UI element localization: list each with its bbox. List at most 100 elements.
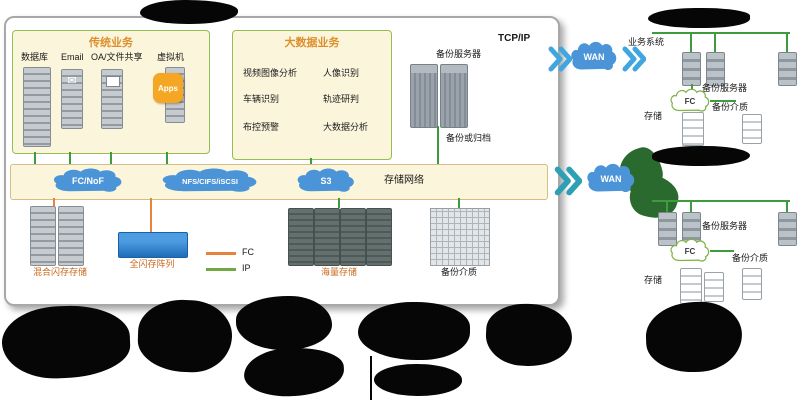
site-network-line bbox=[652, 200, 790, 202]
bigdata-item-face: 人像识别 bbox=[323, 68, 360, 78]
backup-server-label: 备份服务器 bbox=[436, 49, 482, 59]
fc-line bbox=[150, 198, 152, 232]
mass-storage-icon bbox=[366, 208, 392, 266]
fc-nof-cloud: FC/NoF bbox=[52, 167, 124, 195]
redacted-blob bbox=[242, 345, 346, 399]
ip-line bbox=[714, 32, 716, 52]
storage-network-label: 存储网络 bbox=[384, 175, 424, 186]
oa-server-icon bbox=[101, 69, 123, 129]
backup-media-icon bbox=[430, 208, 490, 266]
redacted-line bbox=[370, 356, 372, 400]
wan-label: WAN bbox=[600, 174, 622, 184]
redacted-blob bbox=[236, 296, 332, 350]
mini-server-icon bbox=[778, 212, 797, 246]
wan-label: WAN bbox=[583, 52, 605, 62]
ip-line bbox=[690, 32, 692, 52]
mini-server-icon bbox=[658, 212, 677, 246]
bigdata-panel-title: 大数据业务 bbox=[284, 37, 340, 49]
backup-media-mini-icon bbox=[742, 268, 762, 300]
ip-line bbox=[338, 198, 340, 208]
backup-server-label: 备份服务器 bbox=[702, 221, 748, 231]
fc-line bbox=[53, 198, 55, 206]
redacted-blob bbox=[484, 301, 574, 369]
nfs-cifs-iscsi-cloud: NFS/CIFS/iSCSI bbox=[160, 167, 260, 195]
ip-line bbox=[310, 158, 312, 164]
fc-label: FC bbox=[684, 96, 696, 106]
database-server-icon bbox=[23, 67, 51, 147]
mini-server-icon bbox=[682, 52, 701, 86]
all-flash-array-icon bbox=[118, 232, 188, 258]
traditional-panel-title: 传统业务 bbox=[89, 37, 133, 49]
wan-arrow-icon bbox=[622, 46, 646, 72]
item-label-oa-share: OA/文件共享 bbox=[91, 52, 143, 62]
storage-icon bbox=[680, 268, 702, 304]
item-label-email: Email bbox=[61, 52, 84, 62]
storage-network-band bbox=[10, 164, 548, 200]
mini-server-icon bbox=[706, 52, 725, 86]
folder-icon bbox=[106, 76, 120, 87]
envelope-icon: ✉ bbox=[67, 75, 77, 87]
mass-storage-icon bbox=[340, 208, 366, 266]
backup-archive-label: 备份或归档 bbox=[446, 133, 492, 143]
ip-line bbox=[710, 100, 736, 102]
backup-server-icon bbox=[410, 64, 438, 128]
business-system-label: 业务系统 bbox=[628, 37, 665, 47]
apps-badge: Apps bbox=[153, 73, 183, 103]
backup-server-icon bbox=[440, 64, 468, 128]
ip-line bbox=[166, 152, 168, 164]
bigdata-item-vehicle: 车辆识别 bbox=[243, 94, 280, 104]
s3-label: S3 bbox=[320, 176, 332, 186]
legend-fc-swatch bbox=[206, 252, 236, 255]
storage-label: 存储 bbox=[644, 111, 663, 121]
storage-label: 存储 bbox=[644, 275, 663, 285]
ip-line bbox=[110, 152, 112, 164]
ip-line bbox=[458, 198, 460, 208]
backup-server-label: 备份服务器 bbox=[702, 83, 748, 93]
redacted-blob bbox=[358, 302, 470, 360]
bigdata-item-video: 视频图像分析 bbox=[243, 68, 298, 78]
legend-ip-label: IP bbox=[242, 263, 251, 273]
redacted-blob bbox=[136, 298, 234, 374]
ip-line bbox=[786, 32, 788, 52]
s3-cloud: S3 bbox=[296, 167, 356, 195]
wan-cloud: WAN bbox=[586, 162, 636, 196]
ip-line bbox=[786, 200, 788, 212]
hybrid-flash-icon bbox=[30, 206, 56, 266]
storage-icon bbox=[704, 272, 724, 302]
item-label-database: 数据库 bbox=[21, 52, 49, 62]
traditional-business-panel: 传统业务 数据库 Email OA/文件共享 虚拟机 ✉ Apps bbox=[12, 30, 210, 154]
backup-media-label: 备份介质 bbox=[440, 267, 477, 277]
email-server-icon: ✉ bbox=[61, 69, 83, 129]
ip-line bbox=[691, 84, 693, 90]
item-label-vm: 虚拟机 bbox=[157, 52, 185, 62]
mini-server-icon bbox=[778, 52, 797, 86]
backup-media-label: 备份介质 bbox=[732, 253, 769, 263]
bigdata-item-alert: 布控预警 bbox=[243, 122, 280, 132]
fc-cloud: FC bbox=[670, 88, 710, 114]
nfs-cifs-iscsi-label: NFS/CIFS/iSCSI bbox=[182, 176, 238, 186]
wan-cloud: WAN bbox=[570, 40, 618, 74]
redacted-blob bbox=[0, 303, 132, 381]
mass-storage-icon bbox=[288, 208, 314, 266]
site-network-line bbox=[652, 32, 790, 34]
ip-line bbox=[34, 152, 36, 164]
backup-media-mini-icon bbox=[742, 114, 762, 144]
wan-arrow-icon bbox=[554, 166, 582, 196]
ip-line bbox=[437, 126, 439, 164]
bigdata-item-trace: 轨迹研判 bbox=[323, 94, 360, 104]
wan-arrow-icon bbox=[548, 46, 572, 72]
ip-line bbox=[69, 152, 71, 164]
dr-site2-title-redacted-blob bbox=[652, 146, 750, 166]
tcpip-label: TCP/IP bbox=[498, 33, 531, 44]
redacted-blob bbox=[644, 300, 744, 374]
mass-storage-icon bbox=[314, 208, 340, 266]
backup-media-label: 备份介质 bbox=[712, 102, 749, 112]
hybrid-flash-icon bbox=[58, 206, 84, 266]
legend-ip-swatch bbox=[206, 268, 236, 271]
legend-fc-label: FC bbox=[242, 247, 254, 257]
mass-storage-label: 海量存储 bbox=[320, 267, 357, 277]
ip-line bbox=[690, 200, 692, 212]
all-flash-label: 全闪存阵列 bbox=[129, 259, 175, 269]
ip-line bbox=[710, 250, 734, 252]
